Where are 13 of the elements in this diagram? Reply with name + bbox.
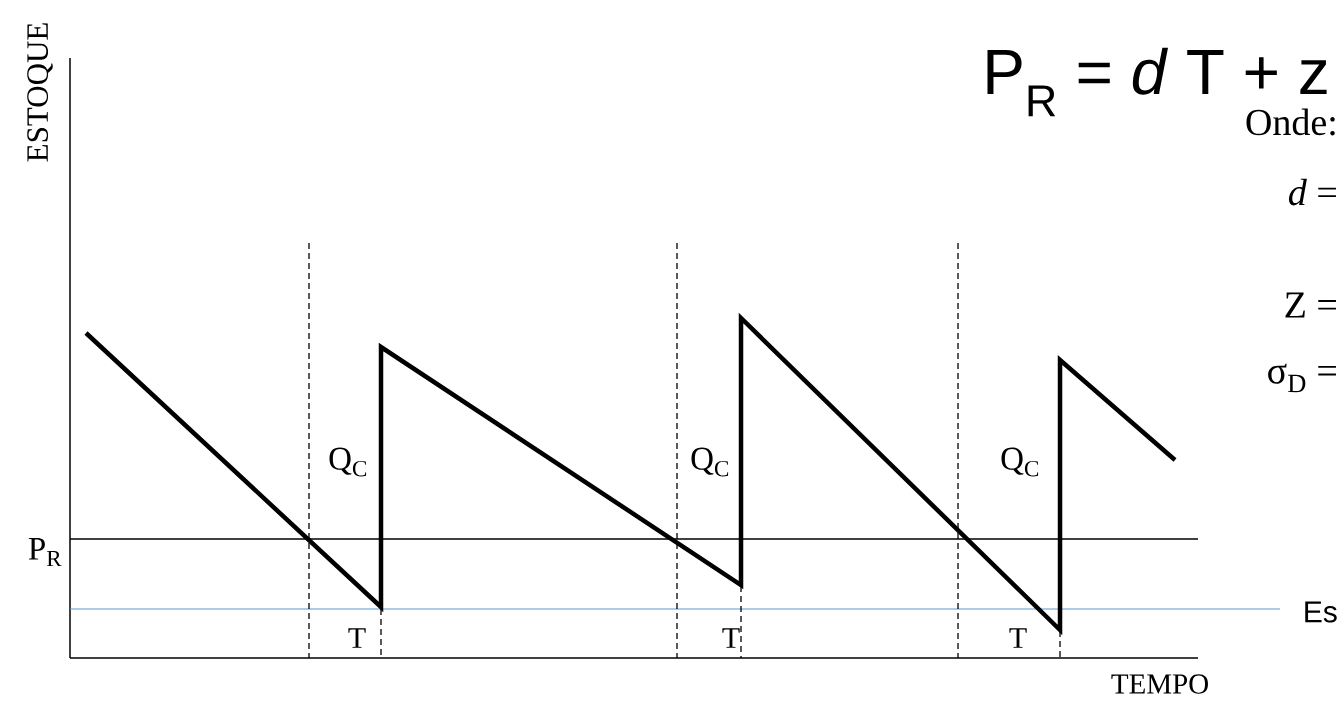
note-text: σ$_{D}$ = xyxy=(1268,363,1336,393)
note-text: d = xyxy=(1288,178,1336,206)
interval-label: T xyxy=(722,628,740,648)
axis-label: TEMPO xyxy=(1111,674,1208,694)
interval-label: T xyxy=(348,628,366,648)
note-text: Z = xyxy=(1285,292,1336,318)
axis-label: ESTOQUE xyxy=(27,23,53,162)
interval-label: T xyxy=(1009,628,1027,648)
line-label: Es xyxy=(1305,601,1337,623)
curve-label: Q$_{C}$ xyxy=(329,447,367,477)
level-label: P$_{R}$ xyxy=(28,537,62,567)
curve-label: Q$_{C}$ xyxy=(691,447,729,477)
curve-label: Q$_{C}$ xyxy=(1001,447,1039,477)
